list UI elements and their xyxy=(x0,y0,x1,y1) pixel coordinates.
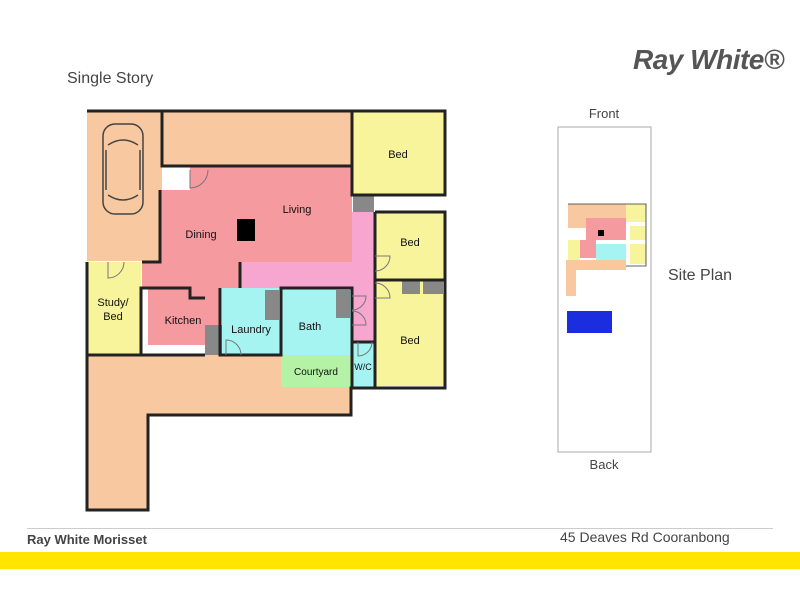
doors xyxy=(107,169,391,357)
story-title: Single Story xyxy=(67,70,154,87)
site-plan-front-label: Front xyxy=(588,106,620,121)
label-study: Study/ xyxy=(97,297,129,309)
fireplace xyxy=(237,219,255,241)
site-plan xyxy=(557,126,652,453)
label-bath: Bath xyxy=(299,321,322,333)
label-bed-2: Bed xyxy=(400,237,420,249)
laundry-fixture xyxy=(265,290,279,320)
label-courtyard: Courtyard xyxy=(294,367,338,378)
bed-room-2 xyxy=(375,212,445,280)
site-plan-title: Site Plan xyxy=(668,267,733,284)
bed-room-1 xyxy=(352,111,445,195)
label-bed-3: Bed xyxy=(400,335,420,347)
car-icon xyxy=(102,123,144,215)
pool xyxy=(567,311,612,333)
agency-name: Ray White Morisset xyxy=(27,532,147,547)
fridge-fixture xyxy=(205,325,222,355)
label-living: Living xyxy=(283,204,312,216)
site-plan-back-label: Back xyxy=(589,457,619,472)
bath-fixture xyxy=(336,290,350,318)
label-laundry: Laundry xyxy=(231,324,271,336)
label-wc: W/C xyxy=(354,362,372,372)
living-dining-area xyxy=(142,166,352,345)
outdoor-area xyxy=(87,111,352,515)
label-study-bed: Bed xyxy=(103,311,123,323)
bed-room-3 xyxy=(375,280,445,386)
label-dining: Dining xyxy=(185,229,216,241)
brand-bar xyxy=(0,552,800,569)
robe-fixture-1 xyxy=(353,195,374,212)
label-kitchen: Kitchen xyxy=(165,315,202,327)
robe-fixture-3 xyxy=(423,280,443,294)
label-bed-1: Bed xyxy=(388,149,408,161)
courtyard-area xyxy=(281,355,352,387)
site-plan-house-thumbnail xyxy=(566,203,647,296)
walls xyxy=(85,109,447,512)
hallway xyxy=(240,212,375,342)
footer-divider xyxy=(27,528,773,529)
study-room xyxy=(87,262,141,355)
property-address: 45 Deaves Rd Cooranbong xyxy=(560,529,730,545)
ray-white-logo: Ray White® xyxy=(633,44,784,75)
robe-fixture-2 xyxy=(402,280,420,294)
